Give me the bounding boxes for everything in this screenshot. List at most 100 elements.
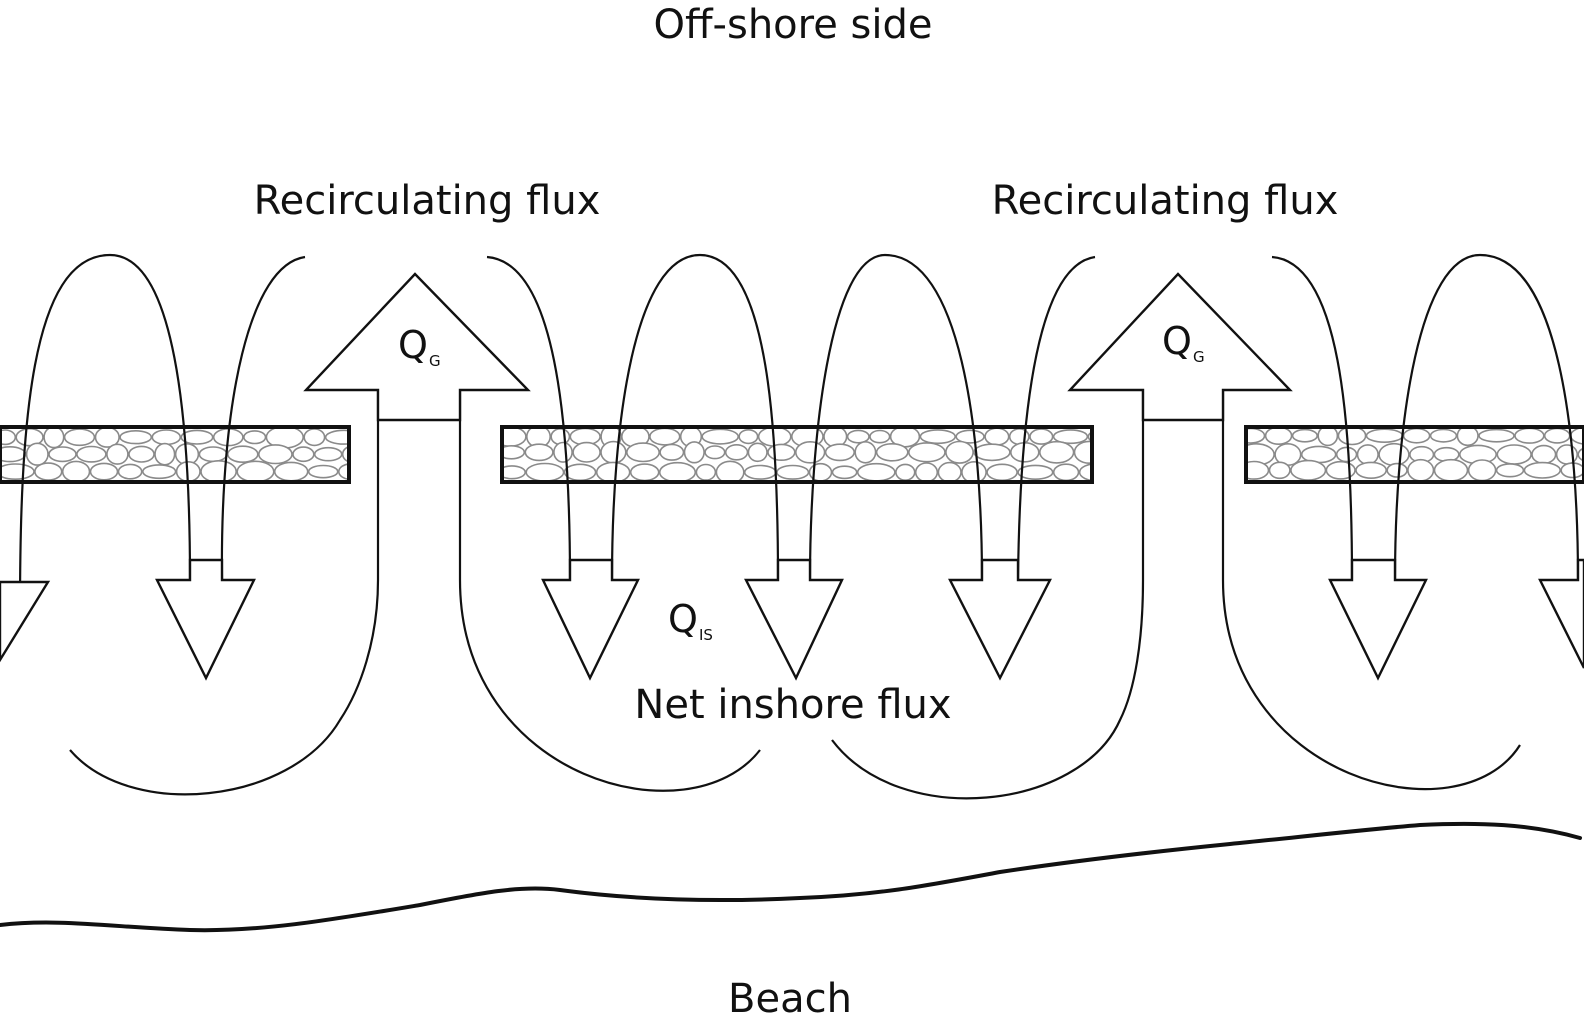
breakwater-stones: [502, 427, 1092, 482]
stone: [273, 461, 309, 482]
stone: [1478, 428, 1515, 443]
flow-curve: [1393, 253, 1580, 581]
stone: [198, 446, 228, 463]
stone: [128, 445, 155, 463]
stone: [525, 462, 565, 482]
flow-curve: [831, 390, 1145, 800]
stone: [919, 429, 956, 445]
stone: [338, 463, 349, 481]
gap-flux-arrow-up-right: [1067, 272, 1293, 422]
stone: [502, 445, 526, 460]
breakwater-outline: [0, 425, 351, 484]
stone: [914, 462, 939, 482]
stone: [973, 443, 1011, 462]
stone: [1325, 460, 1356, 480]
stone: [1038, 440, 1075, 464]
stone: [180, 429, 214, 445]
beach-label: Beach: [728, 976, 852, 1022]
stone: [658, 461, 697, 482]
flow-curve: [18, 253, 192, 611]
recirculation-arrow-down: [744, 558, 844, 681]
stone: [236, 460, 275, 482]
stone: [119, 430, 153, 445]
stone: [824, 443, 856, 462]
stone: [341, 445, 349, 463]
stone: [986, 463, 1018, 482]
flow-curve: [458, 390, 761, 792]
stone: [1291, 428, 1318, 443]
stone: [1543, 427, 1571, 444]
stone: [61, 460, 91, 482]
qg-subscript: G: [429, 352, 441, 370]
stone: [715, 460, 745, 482]
gap-flux-arrow-up-left: [303, 272, 531, 422]
qis-main: Q: [668, 597, 698, 641]
qis-subscript: IS: [699, 626, 713, 644]
stone: [600, 440, 627, 464]
recirculating-flux-label-left: Recirculating flux: [254, 178, 601, 224]
qg-main: Q: [1162, 319, 1192, 363]
stone: [1246, 427, 1266, 444]
breakwater-right: [1244, 425, 1584, 484]
stone: [854, 440, 877, 464]
stone: [1337, 427, 1367, 446]
stone: [1052, 429, 1089, 445]
stone: [151, 429, 182, 446]
stone: [724, 443, 749, 461]
stone: [1407, 458, 1435, 482]
net-inshore-flux-label: Net inshore flux: [634, 682, 951, 728]
stone: [937, 461, 962, 482]
recirculation-arrow-down: [155, 558, 256, 681]
stone: [243, 430, 267, 445]
stone: [1456, 427, 1479, 447]
qg-main: Q: [398, 323, 428, 367]
flow-curve: [610, 253, 780, 581]
breakwater-outline: [500, 425, 1094, 484]
stone: [1355, 461, 1388, 479]
stone: [142, 464, 177, 480]
circulation-flow-lines: [18, 253, 1580, 800]
stone: [1017, 464, 1054, 480]
stone: [875, 442, 909, 462]
stone: [0, 446, 27, 463]
stone: [831, 465, 858, 480]
flow-curve: [69, 390, 380, 796]
stone: [743, 464, 777, 480]
stone: [649, 427, 681, 446]
shoreline: [0, 821, 1582, 933]
recirculation-arrow-down: [0, 580, 51, 663]
breakwater-stones: [1246, 427, 1584, 482]
stone: [1531, 444, 1557, 465]
stone: [257, 444, 293, 465]
stone: [117, 463, 143, 480]
stone: [227, 445, 259, 464]
stone: [324, 429, 349, 445]
stone: [767, 443, 796, 461]
stone: [704, 445, 726, 460]
flow-curve: [1221, 390, 1521, 791]
offshore-label: Off-shore side: [654, 2, 933, 48]
recirculation-arrow-down: [541, 558, 640, 681]
stone: [747, 442, 768, 463]
stone: [292, 446, 315, 463]
stone: [1495, 463, 1525, 478]
flow-curve: [1016, 255, 1096, 581]
stone: [1514, 427, 1545, 444]
stone: [1073, 440, 1092, 464]
flux-arrows: [0, 272, 1584, 681]
stone: [524, 443, 554, 462]
qis-symbol: Q IS: [668, 597, 713, 644]
stone: [1378, 442, 1410, 467]
stone: [1029, 428, 1054, 445]
stone: [1467, 459, 1497, 482]
stone: [0, 429, 17, 446]
stone: [1523, 461, 1562, 479]
breakwater-center: [500, 425, 1094, 484]
flow-curve: [808, 253, 984, 581]
breakwater-stones: [0, 427, 349, 482]
stone: [895, 463, 916, 481]
stone: [695, 463, 717, 481]
stone: [1290, 459, 1327, 481]
stone: [1078, 463, 1092, 482]
